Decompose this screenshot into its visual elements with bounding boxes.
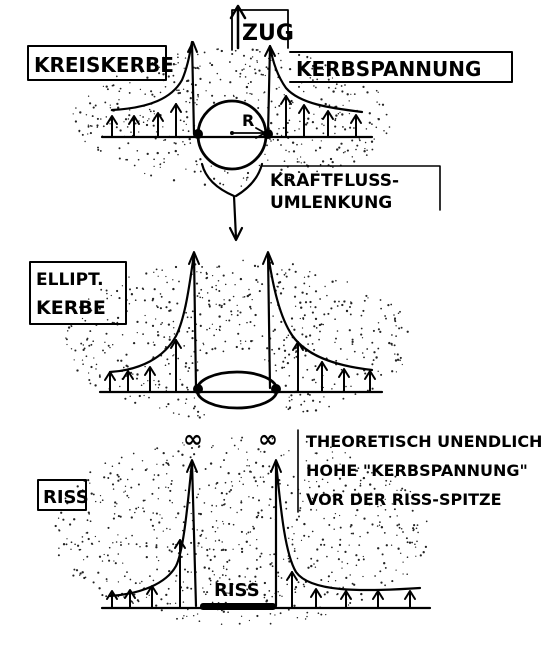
ellipse-tip-right xyxy=(271,384,281,394)
force-flow-arrows xyxy=(200,162,264,242)
elliptical-notch xyxy=(195,370,279,410)
notch-root-left xyxy=(193,129,203,139)
flow-label-bracket xyxy=(261,165,441,211)
note-line3: VOR DER RISS-SPITZE xyxy=(306,490,502,509)
label-box-ellipt xyxy=(29,261,127,325)
load-arrow-zug xyxy=(229,4,289,51)
kerbspannung-label: KERBSPANNUNG xyxy=(296,57,481,81)
stress-curve-left-bottom xyxy=(108,460,198,608)
note-line1: THEORETISCH UNENDLICH xyxy=(306,432,542,451)
stress-arrows-top xyxy=(106,95,362,137)
stipple-texture-middle xyxy=(65,259,409,419)
note-line2: HOHE "KERBSPANNUNG" xyxy=(306,461,528,480)
label-box-kerbspannung xyxy=(289,51,513,83)
notch-root-right xyxy=(263,129,273,139)
crack-label: RISS xyxy=(214,580,260,601)
stress-arrows-middle xyxy=(104,339,376,392)
flow-label-line2: UMLENKUNG xyxy=(270,193,392,213)
ellipt-label-line1: ELLIPT. xyxy=(36,270,104,290)
flow-label-line1: KRAFTFLUSS- xyxy=(270,171,399,191)
stress-arrows-bottom xyxy=(106,539,416,608)
crack xyxy=(200,603,276,610)
stress-curve-right-bottom xyxy=(274,460,422,608)
infinity-left: ∞ xyxy=(183,425,203,453)
kreiskerbe-label: KREISKERBE xyxy=(34,53,174,77)
riss-label: RISS xyxy=(43,487,89,508)
label-box-riss xyxy=(37,479,87,511)
radius-label: R xyxy=(242,111,254,130)
stress-curve-left-top xyxy=(110,40,196,136)
stress-curve-left-middle xyxy=(108,252,198,390)
ellipt-label-line2: KERBE xyxy=(36,297,106,319)
infinity-right: ∞ xyxy=(258,425,278,453)
radius-arrow xyxy=(231,127,266,139)
load-label: ZUG xyxy=(242,21,294,46)
stress-curve-right-top xyxy=(266,44,364,136)
ellipse-tip-left xyxy=(193,384,203,394)
stress-curve-right-middle xyxy=(266,252,374,390)
label-box-kreiskerbe xyxy=(27,45,167,81)
